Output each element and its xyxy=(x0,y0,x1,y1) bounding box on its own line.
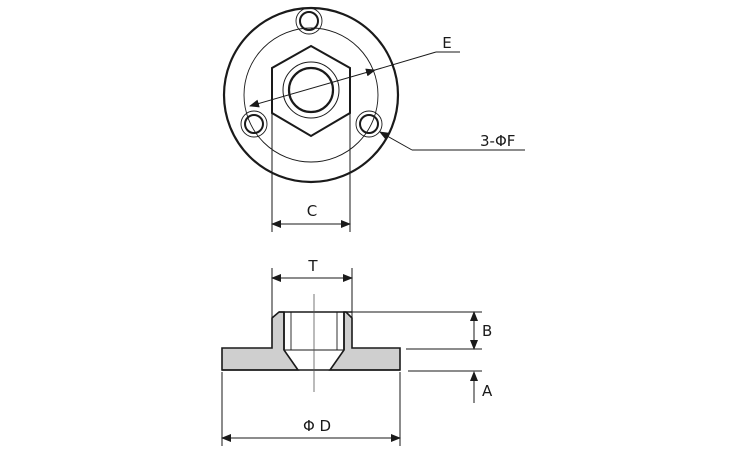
section-right-half xyxy=(328,311,401,371)
hex-body xyxy=(271,44,351,138)
e-dimension-line xyxy=(249,68,376,108)
top-view xyxy=(222,6,525,232)
bore-outer-circle xyxy=(282,61,340,119)
t-label: T xyxy=(307,257,318,275)
mounting-hole-top xyxy=(295,7,323,35)
a-label: A xyxy=(482,382,493,400)
hole-spec-label: 3-ΦF xyxy=(480,132,515,150)
c-label: C xyxy=(307,202,317,220)
bolt-circle xyxy=(243,27,379,163)
section-left-half xyxy=(221,311,300,371)
bore-inner-circle xyxy=(287,66,335,114)
hole-spec-leader xyxy=(379,131,413,151)
b-label: B xyxy=(482,322,492,340)
e-label: E xyxy=(442,34,451,52)
d-label: Φ D xyxy=(303,417,331,435)
e-leader-line xyxy=(374,51,437,71)
mounting-hole-right xyxy=(355,110,383,138)
section-view xyxy=(221,268,482,446)
mounting-hole-left xyxy=(240,110,268,138)
